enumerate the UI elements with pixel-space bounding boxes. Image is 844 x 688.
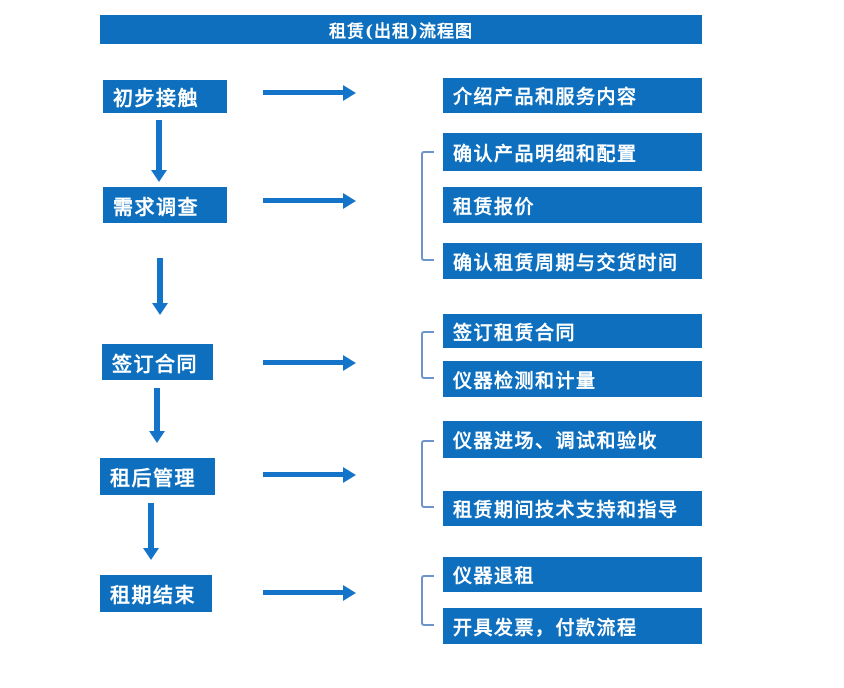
- detail-box-introduce-products: 介绍产品和服务内容: [443, 78, 702, 113]
- arrow-right-step2: [263, 198, 343, 203]
- detail-box-rental-quotation: 租赁报价: [443, 187, 702, 223]
- detail-box-sign-rental-contract: 签订租赁合同: [443, 314, 702, 348]
- detail-box-tech-support: 租赁期间技术支持和指导: [443, 491, 702, 526]
- step-box-demand-survey: 需求调查: [103, 187, 227, 223]
- arrow-right-step3: [263, 360, 343, 365]
- bracket-group-step5: [421, 575, 434, 626]
- arrow-down-step2-to-step3: [157, 258, 163, 303]
- step-box-rental-end: 租期结束: [100, 575, 212, 612]
- arrow-down-step3-to-step4: [154, 388, 160, 431]
- arrow-right-step4: [263, 472, 343, 477]
- detail-box-confirm-details: 确认产品明细和配置: [443, 133, 702, 171]
- arrow-right-step1: [263, 90, 343, 95]
- diagram-title: 租赁(出租)流程图: [100, 15, 702, 44]
- detail-box-confirm-cycle: 确认租赁周期与交货时间: [443, 243, 702, 279]
- detail-box-invoice-payment: 开具发票，付款流程: [443, 608, 702, 644]
- step-box-post-rental: 租后管理: [100, 458, 215, 495]
- step-box-initial-contact: 初步接触: [103, 80, 227, 113]
- bracket-group-step4: [421, 440, 434, 508]
- bracket-group-step3: [421, 331, 434, 379]
- arrow-down-step4-to-step5: [148, 503, 154, 548]
- detail-box-instrument-return: 仪器退租: [443, 557, 702, 592]
- detail-box-instrument-entry: 仪器进场、调试和验收: [443, 421, 702, 458]
- arrow-right-step5: [263, 590, 343, 595]
- step-box-sign-contract: 签订合同: [102, 344, 213, 380]
- detail-box-instrument-testing: 仪器检测和计量: [443, 361, 702, 397]
- bracket-group-step2: [421, 151, 434, 261]
- arrow-down-step1-to-step2: [156, 120, 162, 170]
